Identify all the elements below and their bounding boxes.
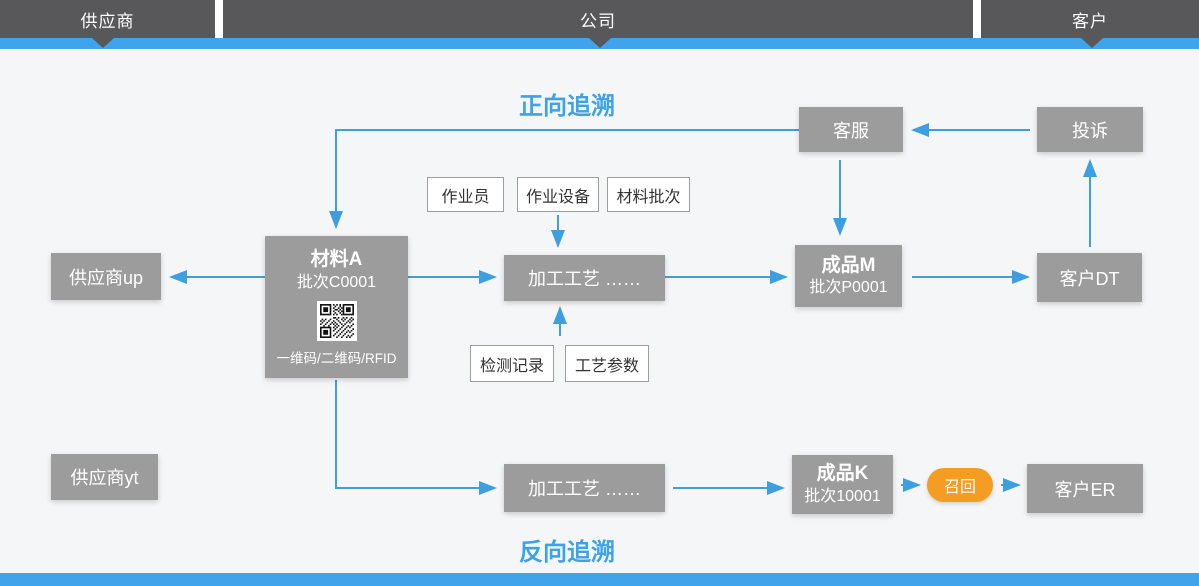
recall-badge: 召回 bbox=[927, 468, 993, 502]
node-process-top-label: 加工工艺 …… bbox=[527, 269, 641, 289]
node-material-a-title: 材料A bbox=[310, 249, 363, 271]
node-supplier-up: 供应商up bbox=[51, 253, 161, 300]
tag-equipment: 作业设备 bbox=[517, 177, 599, 212]
node-process-top: 加工工艺 …… bbox=[504, 255, 665, 301]
node-process-bottom: 加工工艺 …… bbox=[504, 464, 665, 512]
header-label-company: 公司 bbox=[580, 11, 616, 31]
node-material-a-batch: 批次C0001 bbox=[296, 273, 377, 291]
tag-material-batch-label: 材料批次 bbox=[616, 188, 681, 206]
node-customer-dt-label: 客户DT bbox=[1059, 268, 1120, 289]
header-pointer-company-icon bbox=[589, 38, 611, 48]
node-supplier-yt: 供应商yt bbox=[51, 454, 158, 500]
node-customer-er-label: 客户ER bbox=[1054, 479, 1116, 500]
tag-process-params-label: 工艺参数 bbox=[574, 357, 639, 375]
node-customer-service: 客服 bbox=[799, 107, 903, 152]
header-segment-company: 公司 bbox=[223, 0, 973, 38]
node-product-k: 成品K 批次10001 bbox=[792, 455, 893, 514]
forward-trace-title: 正向追溯 bbox=[519, 93, 615, 120]
node-process-bottom-label: 加工工艺 …… bbox=[527, 479, 641, 499]
header-segment-customer: 客户 bbox=[981, 0, 1199, 38]
header-label-supplier: 供应商 bbox=[80, 11, 135, 31]
node-material-a: 材料A 批次C0001 一维码/二维码/RFID bbox=[265, 236, 408, 378]
qr-code-icon bbox=[316, 300, 357, 341]
tag-equipment-label: 作业设备 bbox=[525, 188, 590, 206]
recall-badge-label: 召回 bbox=[943, 479, 976, 496]
node-product-k-title: 成品K bbox=[816, 463, 869, 485]
tag-material-batch: 材料批次 bbox=[607, 177, 690, 212]
backward-trace-title: 反向追溯 bbox=[519, 539, 615, 566]
node-customer-er: 客户ER bbox=[1027, 464, 1143, 513]
node-product-m-batch: 批次P0001 bbox=[809, 279, 888, 297]
node-product-m: 成品M 批次P0001 bbox=[795, 245, 902, 307]
node-complaint-label: 投诉 bbox=[1072, 120, 1108, 141]
node-material-a-code-caption: 一维码/二维码/RFID bbox=[276, 350, 397, 366]
tag-operator-label: 作业员 bbox=[441, 188, 490, 206]
tag-operator: 作业员 bbox=[427, 177, 504, 212]
node-supplier-yt-label: 供应商yt bbox=[70, 468, 139, 488]
tag-inspection-label: 检测记录 bbox=[479, 357, 544, 375]
node-product-k-batch: 批次10001 bbox=[804, 487, 881, 505]
header-pointer-supplier-icon bbox=[92, 38, 114, 48]
bottom-blue-band bbox=[0, 573, 1199, 586]
node-complaint: 投诉 bbox=[1037, 107, 1143, 152]
node-product-m-title: 成品M bbox=[821, 254, 876, 276]
node-customer-service-label: 客服 bbox=[833, 120, 869, 141]
tag-inspection: 检测记录 bbox=[470, 345, 554, 382]
tag-process-params: 工艺参数 bbox=[565, 345, 649, 382]
node-supplier-up-label: 供应商up bbox=[68, 267, 144, 288]
node-customer-dt: 客户DT bbox=[1037, 253, 1142, 302]
header-pointer-customer-icon bbox=[1081, 38, 1103, 48]
header-segment-supplier: 供应商 bbox=[0, 0, 215, 38]
header-label-customer: 客户 bbox=[1072, 11, 1108, 31]
